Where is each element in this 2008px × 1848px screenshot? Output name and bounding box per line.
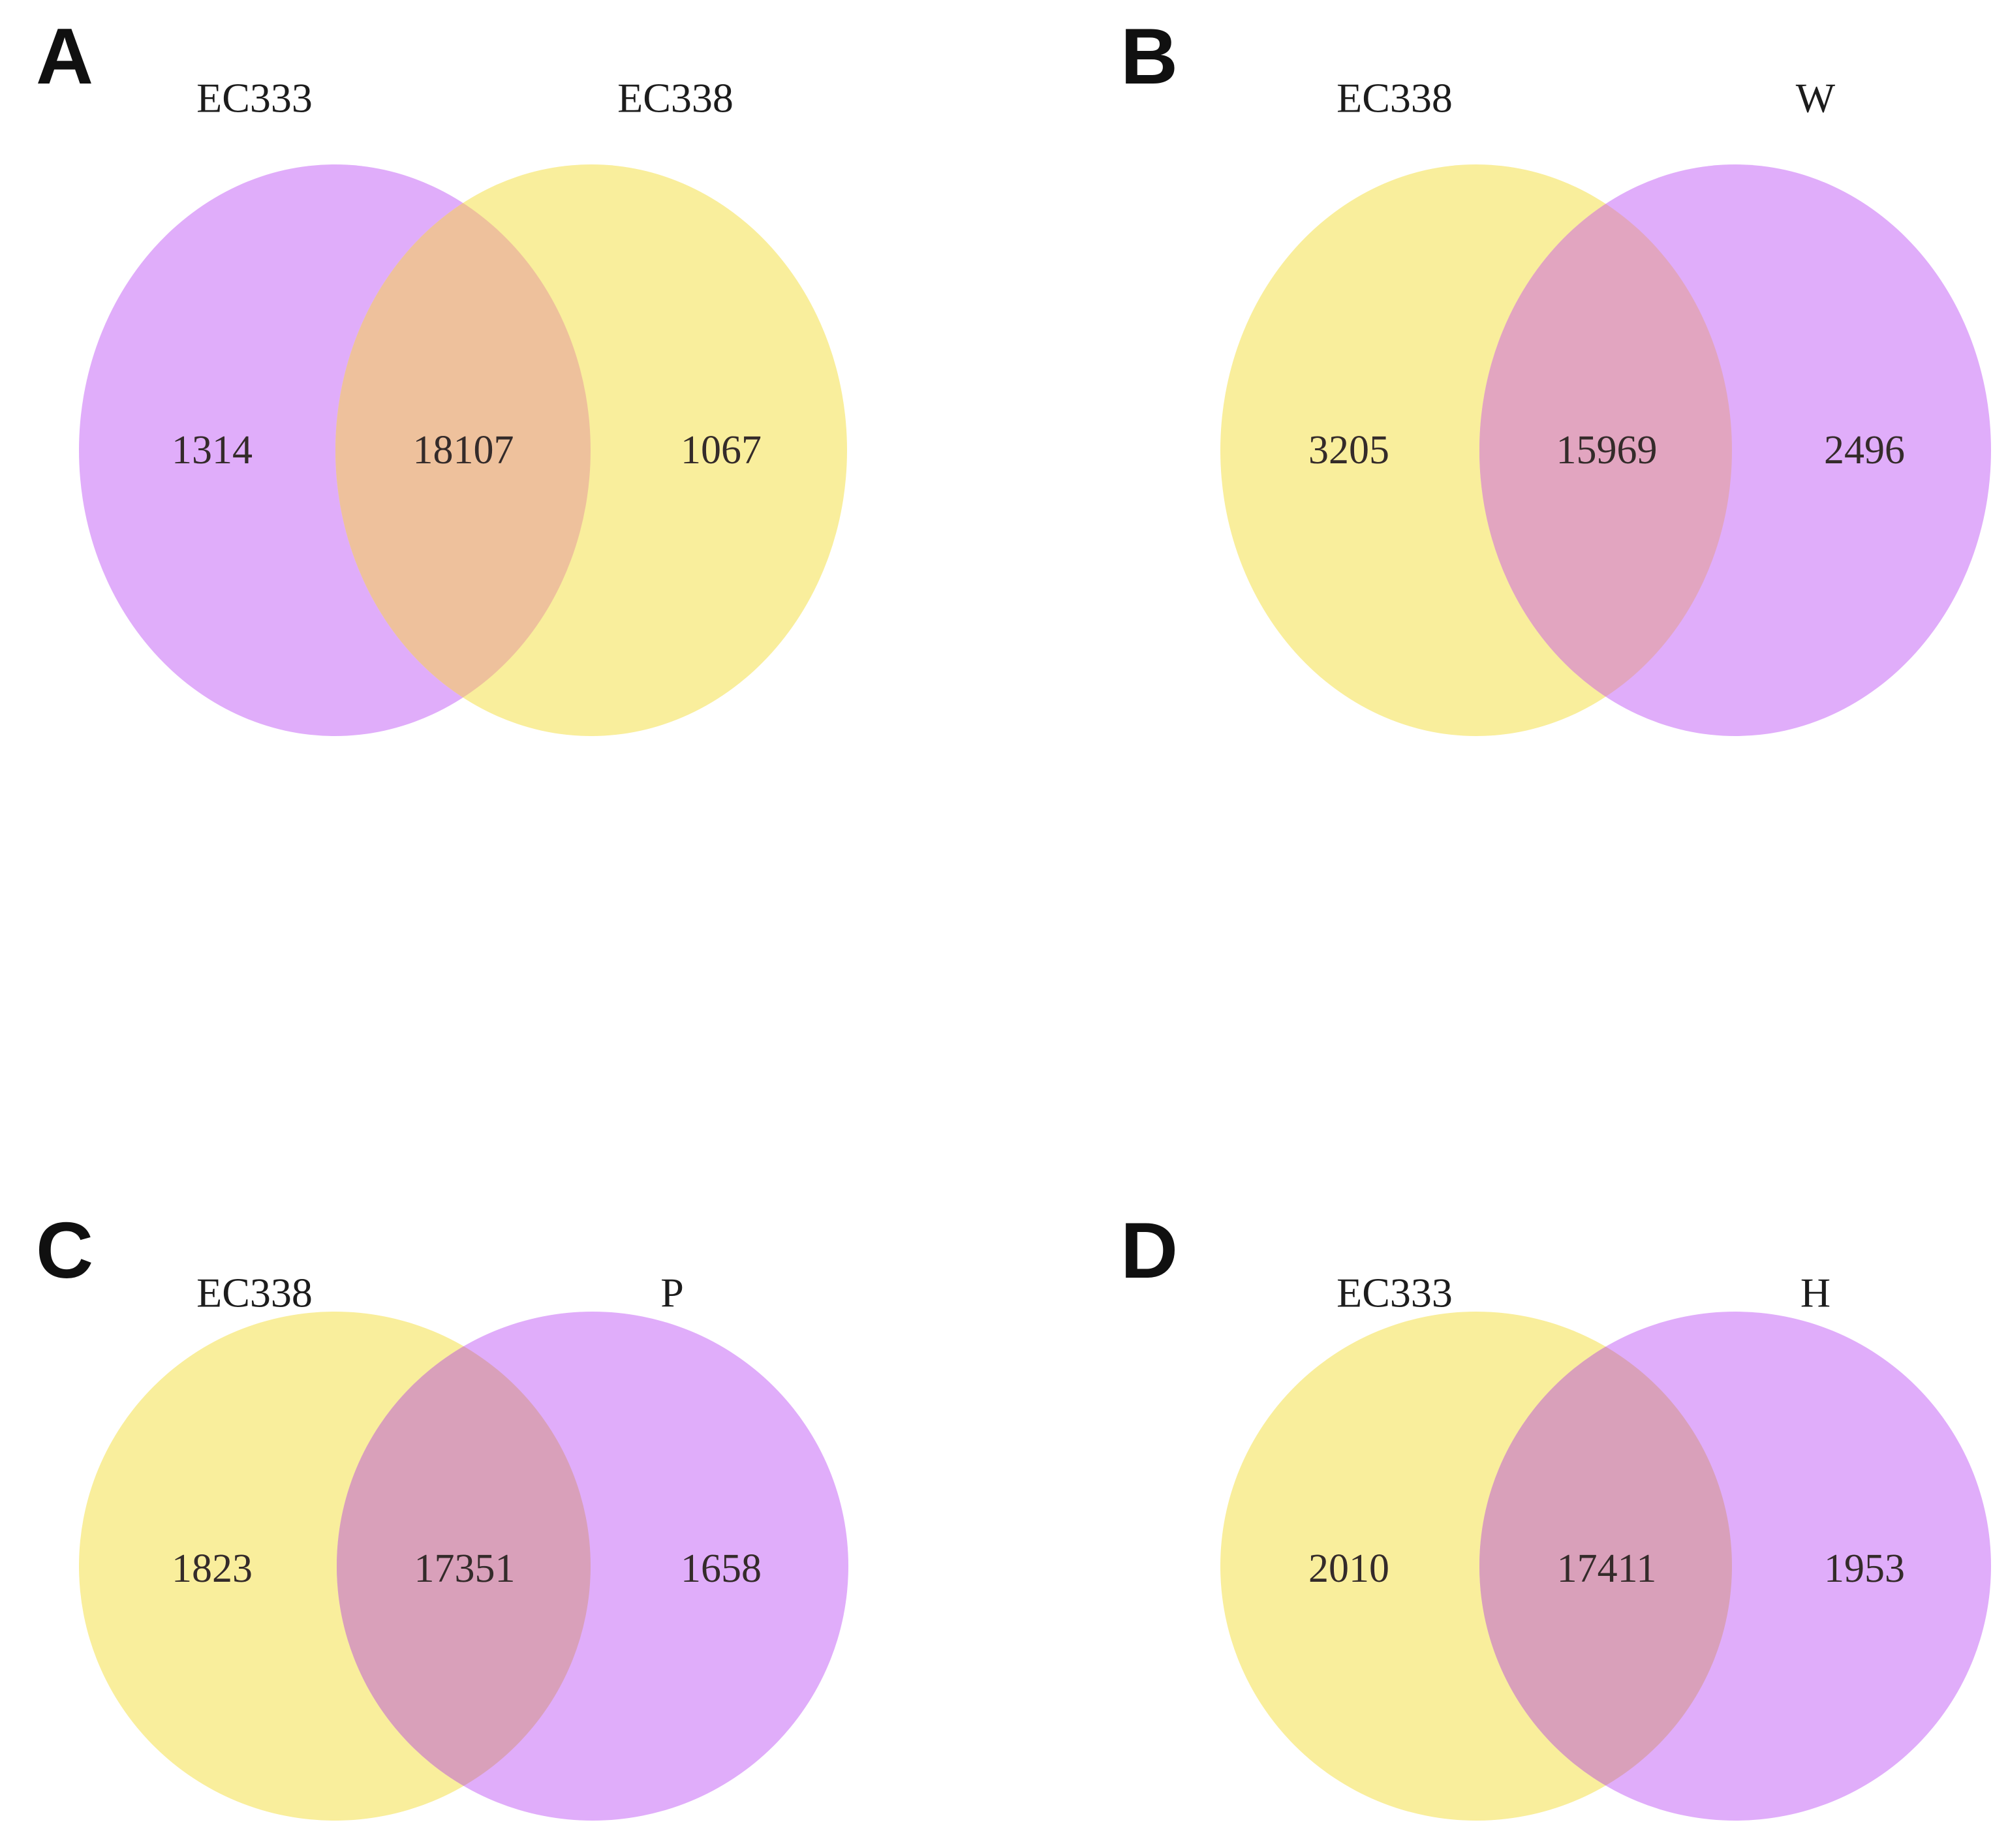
overlap-region-c xyxy=(337,1312,591,1821)
set-label-left-d: EC333 xyxy=(1336,1270,1453,1316)
venn-panel-a: A EC333 EC338 1314 18107 1067 xyxy=(36,12,847,736)
set-label-right-a: EC338 xyxy=(617,75,734,121)
intersection-count-b: 15969 xyxy=(1556,428,1658,472)
venn-panel-b: B EC338 W 3205 15969 2496 xyxy=(1120,12,1991,736)
set-label-left-b: EC338 xyxy=(1336,75,1453,121)
panel-letter-c: C xyxy=(36,1206,93,1295)
intersection-count-c: 17351 xyxy=(414,1547,516,1591)
right-only-count-d: 1953 xyxy=(1824,1547,1905,1591)
overlap-region-b xyxy=(1479,164,1732,736)
set-label-left-c: EC338 xyxy=(196,1270,313,1316)
set-label-right-d: H xyxy=(1800,1270,1830,1316)
set-label-left-a: EC333 xyxy=(196,75,313,121)
left-only-count-b: 3205 xyxy=(1308,428,1389,472)
intersection-count-a: 18107 xyxy=(413,428,514,472)
set-label-right-c: P xyxy=(660,1270,684,1316)
left-only-count-c: 1823 xyxy=(172,1547,253,1591)
panel-letter-d: D xyxy=(1120,1206,1178,1295)
right-only-count-a: 1067 xyxy=(681,428,762,472)
overlap-region-d xyxy=(1479,1312,1732,1821)
panel-letter-a: A xyxy=(36,12,93,100)
overlap-region-a xyxy=(335,164,591,736)
right-only-count-b: 2496 xyxy=(1824,428,1905,472)
set-label-right-b: W xyxy=(1796,75,1836,121)
venn-panel-c: C EC338 P 1823 17351 1658 xyxy=(36,1206,848,1821)
left-only-count-a: 1314 xyxy=(172,428,253,472)
left-only-count-d: 2010 xyxy=(1308,1547,1389,1591)
venn-panel-d: D EC333 H 2010 17411 1953 xyxy=(1120,1206,1991,1821)
panel-letter-b: B xyxy=(1120,12,1178,100)
intersection-count-d: 17411 xyxy=(1557,1547,1657,1591)
right-only-count-c: 1658 xyxy=(681,1547,762,1591)
